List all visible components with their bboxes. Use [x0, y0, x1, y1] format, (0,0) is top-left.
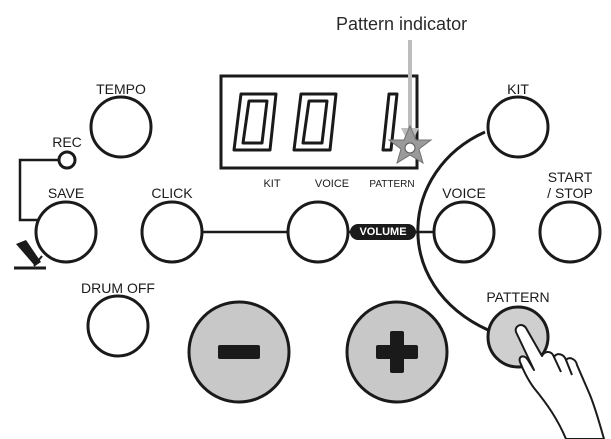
tempo-label: TEMPO — [96, 81, 146, 97]
minus-icon — [218, 345, 260, 359]
digit-0-first — [232, 92, 278, 152]
kit-button[interactable] — [486, 95, 550, 159]
voice-label: VOICE — [442, 185, 486, 201]
save-label: SAVE — [47, 185, 85, 201]
start-label: START — [547, 169, 593, 185]
kit-label: KIT — [507, 81, 529, 97]
plus-icon-v — [390, 331, 404, 373]
lcd-digits — [232, 92, 399, 152]
click-button[interactable] — [140, 200, 204, 264]
display-pattern-label: PATTERN — [369, 179, 415, 190]
display-voice-label: VOICE — [314, 178, 350, 190]
rec-label: REC — [52, 134, 82, 150]
rec-led — [57, 150, 77, 170]
drum-off-button[interactable] — [86, 294, 150, 358]
click-label: CLICK — [151, 185, 193, 201]
lcd-display — [219, 74, 419, 170]
tempo-button[interactable] — [89, 95, 153, 159]
voice-button[interactable] — [432, 200, 496, 264]
display-kit-label: KIT — [263, 178, 281, 190]
digit-0-second — [292, 92, 338, 152]
volume-label: VOLUME — [359, 226, 407, 238]
save-button[interactable] — [34, 200, 98, 264]
rec-connector — [18, 158, 62, 222]
digit-1 — [381, 92, 399, 152]
volume-label-pill — [350, 224, 416, 240]
star-indicator-icon — [387, 124, 433, 165]
start-stop-button[interactable] — [538, 200, 602, 264]
voice-volume-button[interactable] — [286, 200, 350, 264]
drum-off-label: DRUM OFF — [81, 280, 155, 296]
pen-icon — [14, 240, 46, 270]
kit-pattern-arc — [416, 130, 489, 332]
stop-label: / STOP — [547, 185, 593, 201]
pattern-label: PATTERN — [486, 289, 550, 305]
hand-pointer-icon — [514, 324, 605, 439]
pattern-indicator-title: Pattern indicator — [336, 14, 468, 34]
